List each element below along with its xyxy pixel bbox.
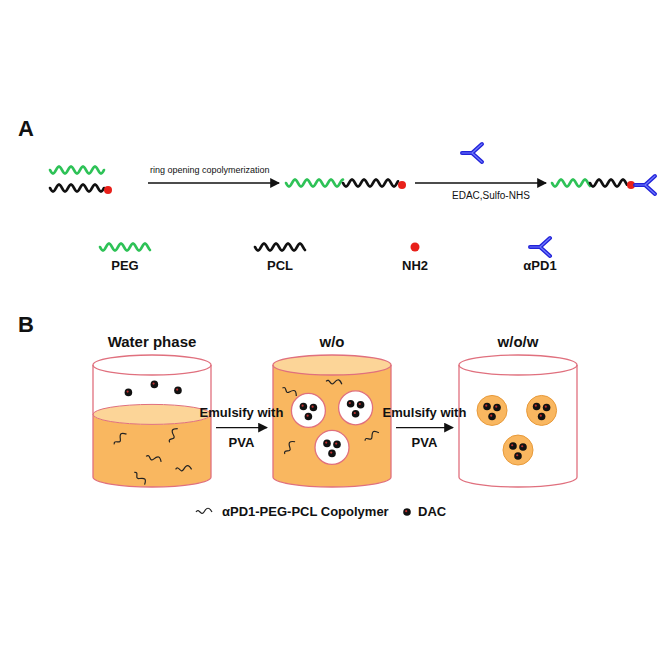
reagent-label: ring opening copolymerization <box>150 165 270 175</box>
copolymer-squiggle <box>282 385 298 397</box>
cylinder-outline <box>92 355 212 487</box>
drug-dot <box>333 441 341 449</box>
phase-cylinder: w/o <box>272 333 392 487</box>
edge-label: Emulsify with PVA <box>195 398 289 458</box>
emulsify-arrow <box>396 427 453 428</box>
copolymer-squiggle <box>112 431 128 445</box>
copolymer-squiggle <box>326 378 343 386</box>
drug-dot-core <box>545 406 547 408</box>
drug-dot-core <box>354 412 356 414</box>
copolymer-squiggle <box>196 508 212 513</box>
drug-dot <box>174 387 182 395</box>
drug-dot <box>352 410 360 418</box>
legend-text: PCL <box>267 258 293 273</box>
drug-dot-core <box>495 406 497 408</box>
polymer-chain <box>50 167 104 174</box>
phase-cylinder: Water phase <box>92 333 212 487</box>
edge-label: Emulsify with PVA <box>378 398 472 458</box>
drug-dot <box>533 403 541 411</box>
polymer-chain <box>286 180 343 187</box>
drug-dot-core <box>521 445 523 447</box>
copolymer-squiggle <box>363 430 379 442</box>
panel-letter: B <box>18 312 34 338</box>
drug-dot <box>493 404 501 412</box>
polymer-chain <box>255 244 305 251</box>
legend-text: NH2 <box>402 258 428 273</box>
drug-dot-core <box>511 444 513 446</box>
legend-text: αPD1-PEG-PCL Copolymer <box>222 504 389 519</box>
drug-dot-core <box>335 443 337 445</box>
drug-dot-core <box>152 383 154 385</box>
drug-dot <box>357 401 365 409</box>
phase-heading: Water phase <box>92 333 212 350</box>
polymer-chain <box>50 185 104 192</box>
polymer-chain <box>100 244 150 251</box>
drug-dot <box>125 389 133 397</box>
drug-dot-core <box>485 405 487 407</box>
copolymer-squiggle <box>166 427 178 443</box>
drug-dot <box>300 403 308 411</box>
drug-dot <box>403 508 411 516</box>
reaction-arrow <box>415 182 546 183</box>
reagent-label: EDAC,Sulfo-NHS <box>452 190 530 201</box>
phase-cylinder: w/o/w <box>458 333 578 487</box>
drug-dot-core <box>127 391 129 393</box>
polymer-chain <box>343 180 398 187</box>
drug-dot-core <box>516 454 518 456</box>
drug-dot <box>543 404 551 412</box>
panel-letter: A <box>18 116 34 142</box>
copolymer-squiggle <box>176 466 192 471</box>
drug-dot-core <box>540 415 542 417</box>
drug-dot-core <box>325 442 327 444</box>
polymer-chain <box>590 180 627 187</box>
amine-dot <box>398 181 406 189</box>
legend-text: DAC <box>418 504 446 519</box>
antibody-symbol <box>635 176 655 194</box>
drug-dot <box>519 443 527 451</box>
reaction-arrow <box>148 182 279 183</box>
antibody-symbol <box>462 144 482 162</box>
drug-dot <box>509 442 517 450</box>
drug-dot-core <box>359 403 361 405</box>
cylinder-outline <box>272 355 392 487</box>
copolymer-squiggle <box>282 439 296 455</box>
drug-dot-core <box>405 510 407 512</box>
drug-dot <box>305 413 313 421</box>
drug-dot <box>514 452 522 460</box>
drug-dot <box>488 413 496 421</box>
legend-text: αPD1 <box>523 258 556 273</box>
polymer-chain <box>552 180 590 187</box>
drug-dot <box>323 440 331 448</box>
emulsify-arrow <box>216 427 267 428</box>
drug-dot-core <box>302 405 304 407</box>
amine-dot <box>104 186 112 194</box>
copolymer-squiggle <box>133 470 147 486</box>
drug-dot-core <box>349 402 351 404</box>
panel-a-art <box>50 144 655 516</box>
legend-text: PEG <box>111 258 138 273</box>
drug-dot-core <box>535 405 537 407</box>
drug-dot <box>310 404 318 412</box>
phase-heading: w/o/w <box>458 333 578 350</box>
phase-heading: w/o <box>272 333 392 350</box>
drug-dot-core <box>312 406 314 408</box>
drug-dot <box>347 400 355 408</box>
drug-dot-core <box>307 415 309 417</box>
copolymer-squiggle <box>146 453 163 463</box>
amine-dot <box>411 243 420 252</box>
drug-dot-core <box>330 452 332 454</box>
drug-dot-core <box>176 389 178 391</box>
drug-dot <box>483 403 491 411</box>
cylinder-outline <box>458 355 578 487</box>
drug-dot <box>151 381 159 389</box>
antibody-symbol <box>530 238 550 256</box>
drug-dot-core <box>490 415 492 417</box>
drug-dot <box>328 450 336 458</box>
drug-dot <box>538 413 546 421</box>
